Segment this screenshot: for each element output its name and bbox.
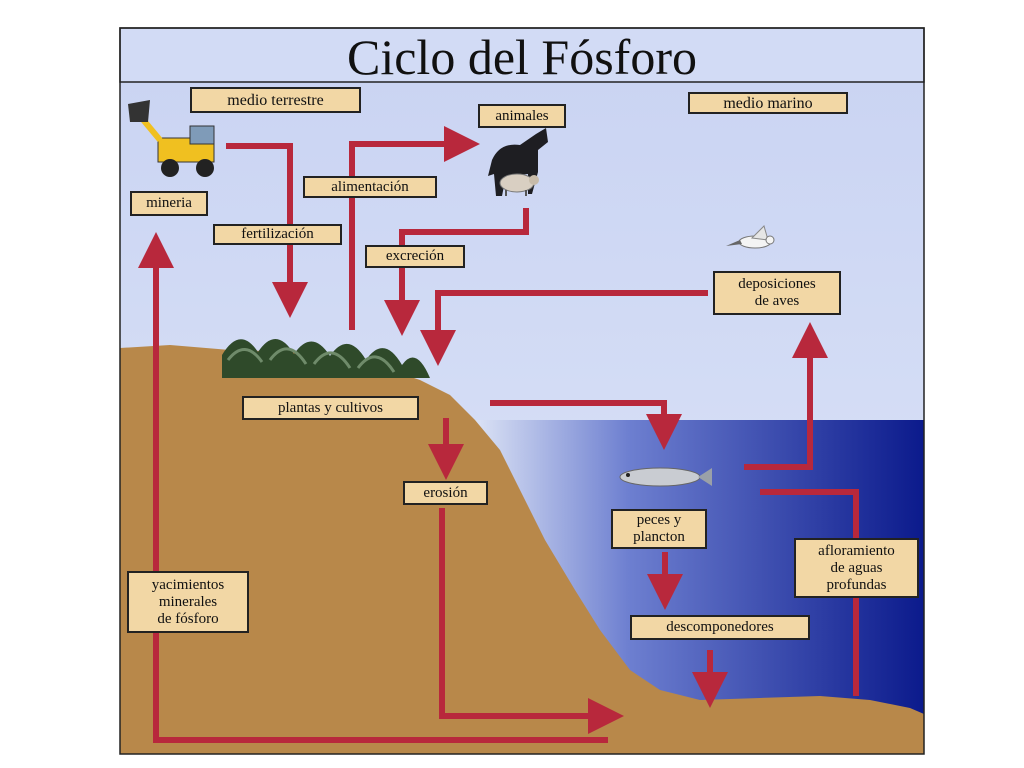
sheep-icon <box>499 173 539 196</box>
label-medio-marino: medio marino <box>688 92 848 114</box>
excavator-icon <box>128 100 215 177</box>
label-alimentacion: alimentación <box>303 176 437 198</box>
label-animales: animales <box>478 104 566 128</box>
arrow-peces-aves <box>744 322 828 470</box>
arrow-deposiciones <box>420 290 708 366</box>
label-medio-terrestre: medio terrestre <box>190 87 361 113</box>
seagull-icon <box>726 225 775 249</box>
label-yacimientos: yacimientos minerales de fósforo <box>127 571 249 633</box>
label-mineria: mineria <box>130 191 208 216</box>
arrow-fertilizacion <box>226 143 308 318</box>
plants-icon <box>222 338 430 378</box>
arrow-erosion-sedimento <box>439 508 624 734</box>
arrow-alimentacion <box>349 126 480 330</box>
diagram-title: Ciclo del Fósforo <box>347 29 697 85</box>
diagram-frame <box>119 27 925 755</box>
label-fertilizacion: fertilización <box>213 224 342 245</box>
label-excrecion: excreción <box>365 245 465 268</box>
label-peces-y-plancton: peces y plancton <box>611 509 707 549</box>
label-plantas-y-cultivos: plantas y cultivos <box>242 396 419 420</box>
land-soil <box>120 345 924 754</box>
arrow-yacimientos-mineria <box>138 232 608 743</box>
label-afloramiento: afloramiento de aguas profundas <box>794 538 919 598</box>
label-deposiciones-de-aves: deposiciones de aves <box>713 271 841 315</box>
arrow-plantas-peces <box>490 400 682 450</box>
label-descomponedores: descomponedores <box>630 615 810 640</box>
arrow-afloramiento <box>760 489 859 696</box>
fish-icon <box>619 467 712 487</box>
label-erosion: erosión <box>403 481 488 505</box>
arrow-excrecion <box>384 208 529 336</box>
